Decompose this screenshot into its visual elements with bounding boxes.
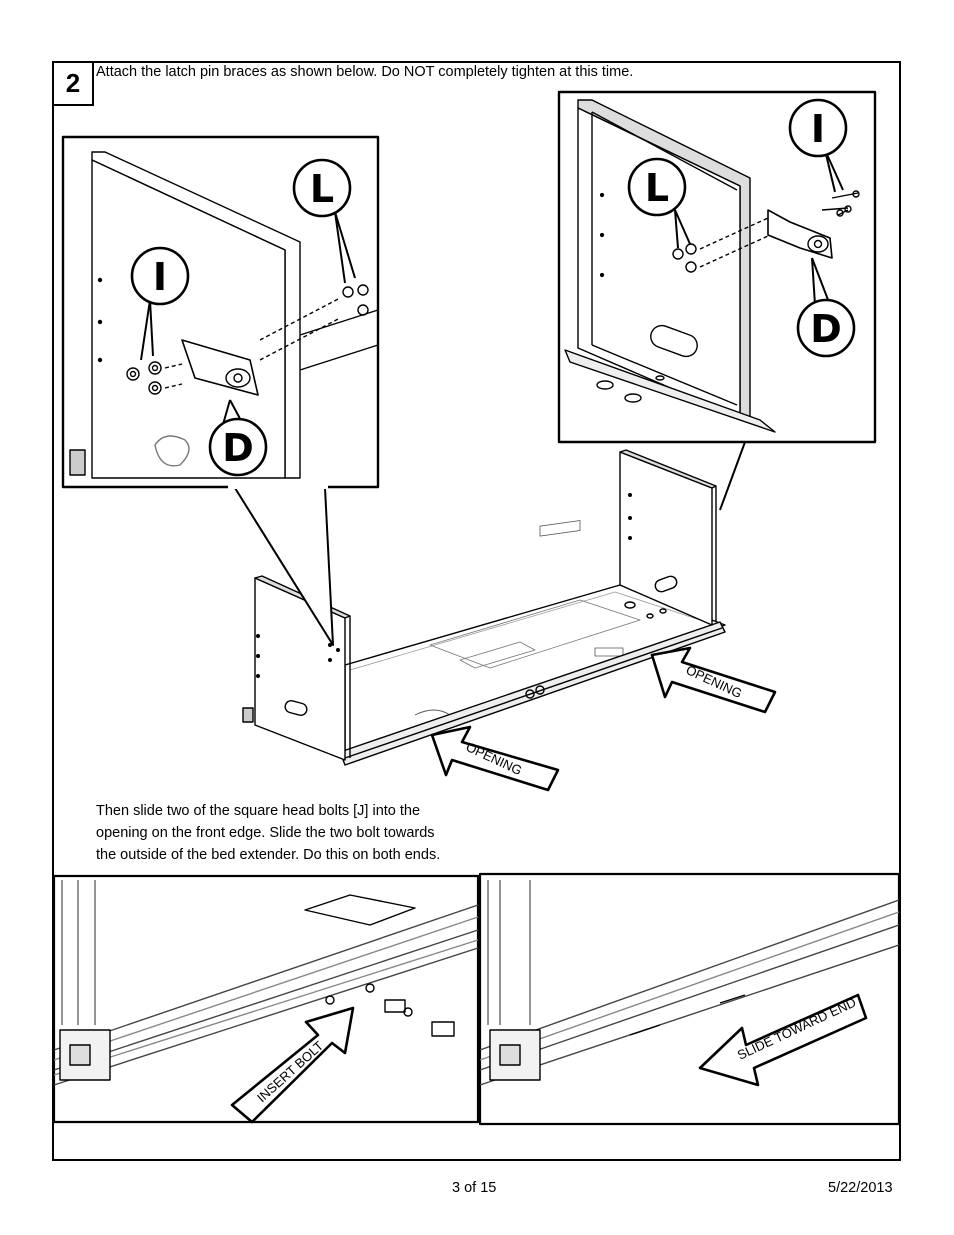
step-number: 2 [52,61,94,106]
callout-right-bolt: I [811,107,825,151]
step-frame [52,61,901,1161]
slide-bolt-view [478,872,901,1126]
callout-right-nut: L [645,166,669,210]
right-detail-view [557,90,877,511]
insert-bolt-view [52,874,480,1124]
paragraph-line: the outside of the bed extender. Do this… [96,847,441,863]
bed-extender-drawing [242,449,726,766]
left-detail-view [61,135,380,646]
paragraph-line: Then slide two of the square head bolts … [96,803,421,819]
callout-left-nut: L [310,167,334,211]
bolt-instruction-paragraph: Then slide two of the square head bolts … [96,800,496,866]
opening-arrow-side [650,646,777,714]
paragraph-line: opening on the front edge. Slide the two… [96,825,435,841]
step-instruction: Attach the latch pin braces as shown bel… [96,64,634,80]
document-date: 5/22/2013 [828,1180,893,1196]
callout-right-brace: D [810,307,842,351]
callout-left-brace: D [222,426,254,470]
callout-left-bolt: I [153,255,167,299]
opening-arrow-front [430,725,560,792]
page-number: 3 of 15 [452,1180,497,1196]
